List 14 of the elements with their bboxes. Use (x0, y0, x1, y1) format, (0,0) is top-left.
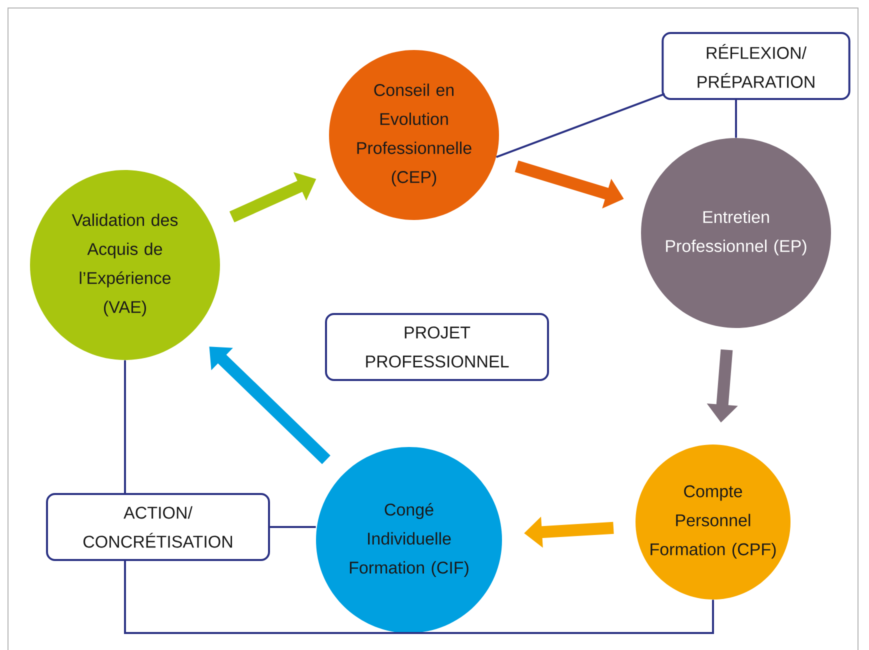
connector-line (124, 561, 714, 634)
label-box: ACTION/ CONCRÉTISATION (46, 493, 270, 561)
circle-node: Entretien Professionnel (EP) (641, 138, 832, 328)
label-box: PROJET PROFESSIONNEL (325, 313, 549, 381)
arrow (209, 346, 330, 464)
circle-node: Conseil en Evolution Professionnelle (CEP) (329, 50, 499, 220)
connector-line (270, 526, 316, 528)
connector-line (496, 93, 666, 158)
connector-line (735, 100, 738, 138)
connector-line (124, 360, 126, 493)
circle-node: Compte Personnel Formation (CPF) (636, 444, 791, 600)
label-box: RÉFLEXION/ PRÉPARATION (662, 32, 850, 100)
circle-node: Congé Individuelle Formation (CIF) (316, 447, 502, 633)
circle-node: Validation des Acquis de l’Expérience (VAE) (30, 170, 220, 360)
